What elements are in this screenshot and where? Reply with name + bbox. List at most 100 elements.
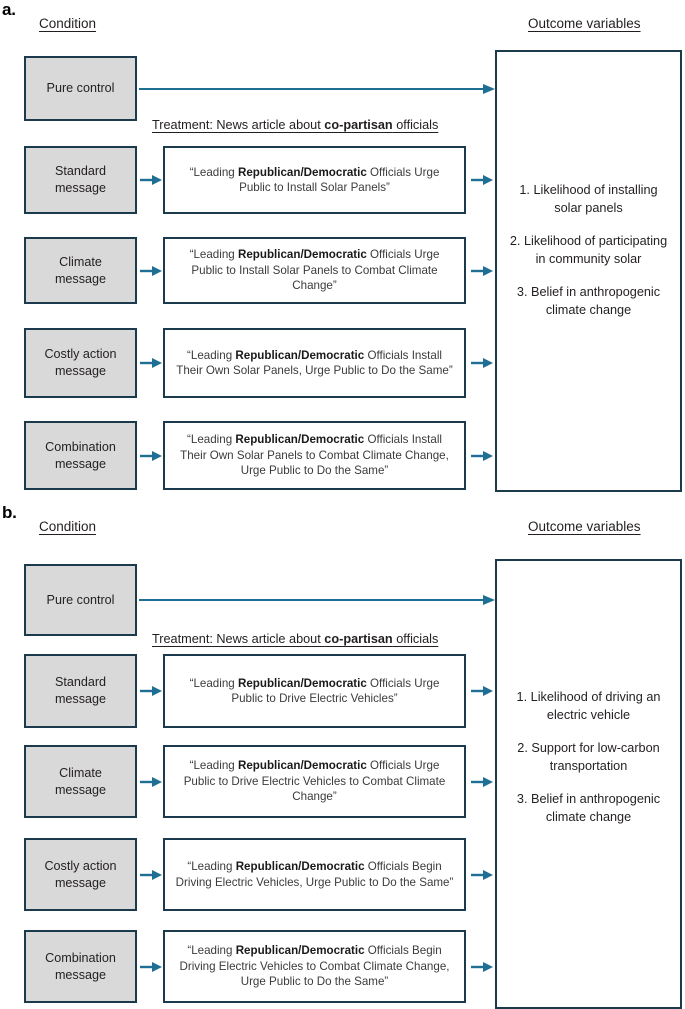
message-box-climate[interactable]: “Leading Republican/Democratic Officials…	[163, 237, 466, 304]
message-post: Officials Install Their Own Solar Panels…	[176, 348, 453, 378]
panel-a: a. Condition Outcome variables Pure cont…	[0, 0, 685, 500]
message-pre: “Leading	[189, 759, 238, 773]
message-bold: Republican/Democratic	[235, 348, 365, 362]
treatment-bold: co-partisan	[324, 632, 393, 646]
message-post: Officials Urge Public to Drive Electric …	[183, 759, 446, 804]
message-pre: “Leading	[187, 348, 236, 362]
message-text: “Leading Republican/Democratic Officials…	[173, 676, 456, 707]
message-text: “Leading Republican/Democratic Officials…	[173, 432, 456, 479]
panel-b-condition-header: Condition	[39, 519, 97, 534]
panel-b-letter: b.	[2, 503, 17, 522]
message-bold: Republican/Democratic	[237, 759, 367, 773]
treatment-label-b: Treatment: News article about co-partisa…	[152, 632, 438, 646]
condition-label: Pure control	[46, 592, 115, 607]
message-pre: “Leading	[189, 248, 238, 262]
message-bold: Republican/Democratic	[235, 433, 365, 447]
treatment-suffix: officials	[392, 632, 439, 646]
arrow-message-to-outcome-climate	[471, 776, 493, 788]
message-box-costly-action[interactable]: “Leading Republican/Democratic Officials…	[163, 838, 466, 911]
arrow-combination-to-message	[140, 961, 162, 973]
arrow-pure-control-to-outcome	[139, 594, 495, 606]
panel-b-outcome-header: Outcome variables	[528, 519, 641, 534]
message-pre: “Leading	[187, 944, 236, 958]
outcome-item: 3. Belief in anthropogenic climate chang…	[516, 285, 661, 317]
outcome-item: 1. Likelihood of driving an electric veh…	[516, 690, 661, 722]
outcome-box-a: 1. Likelihood of installing solar panels…	[495, 50, 682, 492]
arrow-costly-action-to-message	[140, 869, 162, 881]
message-box-standard[interactable]: “Leading Republican/Democratic Officials…	[163, 654, 466, 728]
message-box-climate[interactable]: “Leading Republican/Democratic Officials…	[163, 745, 466, 818]
treatment-bold: co-partisan	[324, 118, 393, 132]
arrow-standard-to-message	[140, 174, 162, 186]
treatment-prefix: Treatment: News article about	[152, 118, 325, 132]
message-bold: Republican/Democratic	[237, 676, 367, 690]
message-bold: Republican/Democratic	[235, 860, 365, 873]
message-bold: Republican/Democratic	[235, 944, 365, 958]
arrow-combination-to-message	[140, 450, 162, 462]
message-post: Officials Begin Driving Electric Vehicle…	[179, 944, 450, 989]
message-post: Officials Begin Driving Electric Vehicle…	[175, 860, 454, 889]
arrow-message-to-outcome-standard	[471, 174, 493, 186]
outcome-list-b: 1. Likelihood of driving an electric veh…	[497, 689, 680, 826]
arrow-message-to-outcome-climate	[471, 265, 493, 277]
arrow-climate-to-message	[140, 776, 162, 788]
message-text: “Leading Republican/Democratic Officials…	[173, 247, 456, 294]
arrow-climate-to-message	[140, 265, 162, 277]
condition-box-pure-control[interactable]: Pure control	[24, 564, 137, 636]
message-text: “Leading Republican/Democratic Officials…	[173, 859, 456, 890]
condition-box-pure-control[interactable]: Pure control	[24, 56, 137, 121]
arrow-standard-to-message	[140, 685, 162, 697]
arrow-message-to-outcome-combination	[471, 961, 493, 973]
message-bold: Republican/Democratic	[237, 165, 367, 179]
message-pre: “Leading	[187, 860, 236, 873]
message-pre: “Leading	[189, 676, 238, 690]
message-text: “Leading Republican/Democratic Officials…	[173, 943, 456, 990]
message-box-costly-action[interactable]: “Leading Republican/Democratic Officials…	[163, 328, 466, 398]
message-box-combination[interactable]: “Leading Republican/Democratic Officials…	[163, 930, 466, 1003]
arrow-message-to-outcome-costly	[471, 869, 493, 881]
arrow-message-to-outcome-combination	[471, 450, 493, 462]
message-text: “Leading Republican/Democratic Officials…	[173, 758, 456, 805]
message-text: “Leading Republican/Democratic Officials…	[173, 165, 456, 196]
message-box-combination[interactable]: “Leading Republican/Democratic Officials…	[163, 421, 466, 490]
treatment-label-a: Treatment: News article about co-partisa…	[152, 118, 438, 132]
condition-label: Pure control	[46, 81, 115, 95]
outcome-item: 3. Belief in anthropogenic climate chang…	[516, 792, 661, 824]
message-pre: “Leading	[189, 165, 238, 179]
panel-a-condition-header: Condition	[39, 16, 97, 31]
message-box-standard[interactable]: “Leading Republican/Democratic Officials…	[163, 146, 466, 214]
message-pre: “Leading	[187, 433, 236, 447]
message-post: Officials Urge Public to Install Solar P…	[191, 248, 440, 293]
message-post: Officials Urge Public to Install Solar P…	[239, 165, 440, 195]
treatment-prefix: Treatment: News article about	[152, 632, 325, 646]
arrow-costly-action-to-message	[140, 357, 162, 369]
outcome-item: 2. Likelihood of participating in commun…	[509, 234, 668, 266]
message-text: “Leading Republican/Democratic Officials…	[173, 348, 456, 379]
arrow-message-to-outcome-standard	[471, 685, 493, 697]
outcome-item: 2. Support for low-carbon transportation	[517, 741, 660, 773]
panel-a-outcome-header: Outcome variables	[528, 16, 641, 31]
panel-a-letter: a.	[2, 0, 16, 19]
message-post: Officials Install Their Own Solar Panels…	[180, 433, 449, 478]
panel-b: b. Condition Outcome variables Pure cont…	[0, 503, 685, 1009]
message-post: Officials Urge Public to Drive Electric …	[231, 676, 440, 706]
treatment-suffix: officials	[392, 118, 439, 132]
outcome-box-b: 1. Likelihood of driving an electric veh…	[495, 559, 682, 1009]
outcome-item: 1. Likelihood of installing solar panels	[519, 183, 658, 215]
